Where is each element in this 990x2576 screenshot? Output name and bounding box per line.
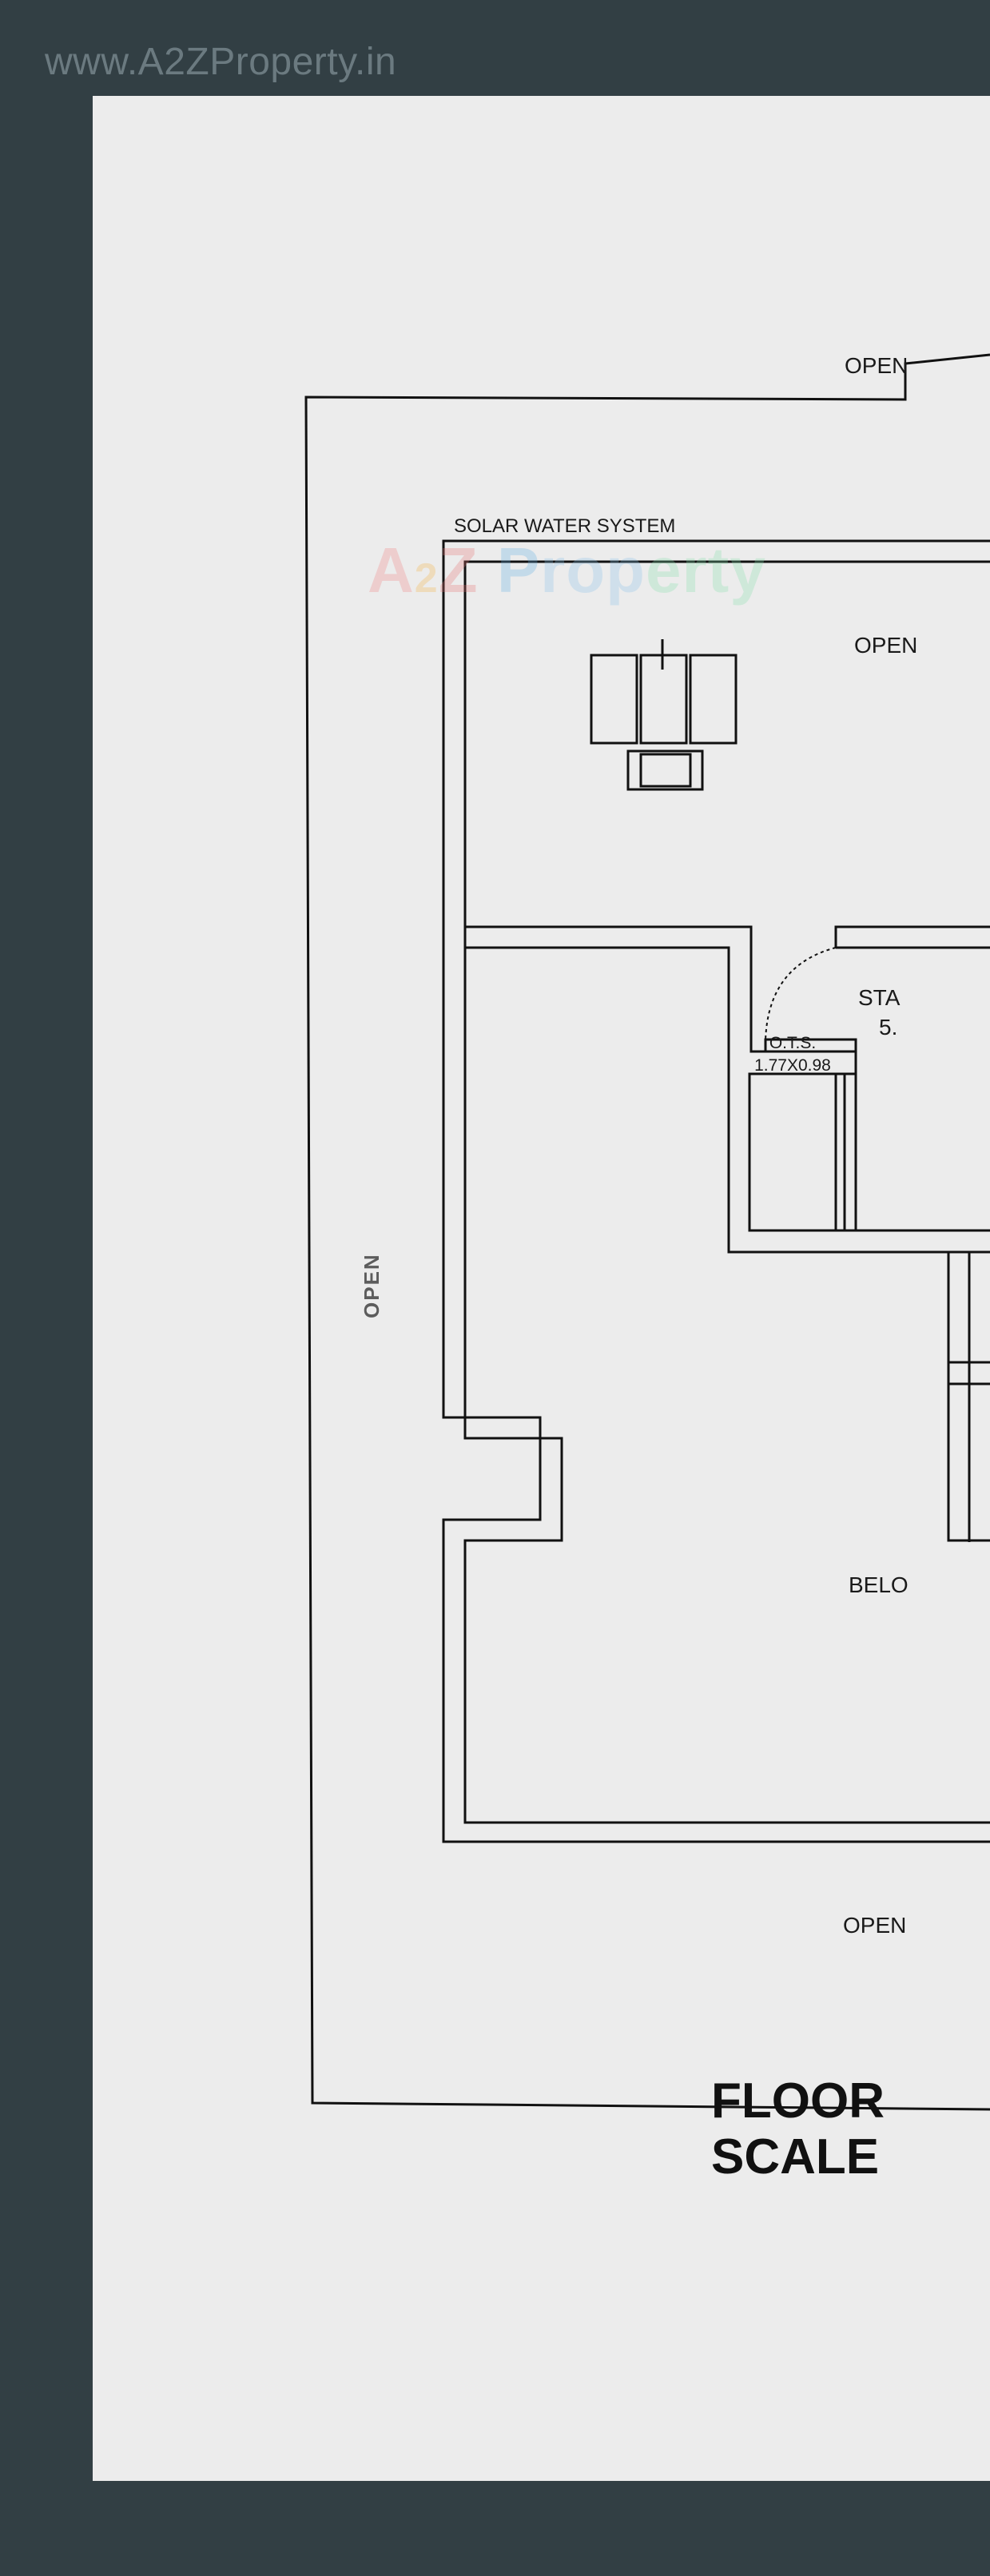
label-below: BELO [849, 1572, 908, 1597]
floor-plan-drawing [304, 353, 990, 2111]
solar-panels [590, 639, 738, 791]
site-link[interactable]: www.A2ZProperty.in [45, 41, 397, 83]
stair-wall [834, 925, 990, 948]
ots-shaft [748, 1072, 857, 1232]
label-ots: O.T.S. 1.77X0.98 [754, 1034, 831, 1075]
floor-plan-sheet: A2Z Property OPEN SOLAR WATER SYSTEM OPE… [93, 96, 990, 2481]
outer-wall-inner [463, 560, 990, 1824]
plan-title: FLOOR SCALE [711, 2073, 885, 2185]
label-stair-size: 5. [879, 1015, 898, 1040]
label-open-side: OPEN [360, 1253, 384, 1318]
plan-title-line1: FLOOR [711, 2073, 885, 2129]
watermark: A2Z Property [368, 535, 766, 606]
door-swing [764, 947, 837, 1052]
terrace-wall-inner [465, 946, 990, 1542]
label-open-bottom: OPEN [843, 1913, 907, 1938]
plot-boundary [304, 353, 990, 2111]
outer-wall-outer [442, 539, 990, 1843]
plan-title-line2: SCALE [711, 2129, 880, 2184]
label-stair: STA [858, 985, 901, 1010]
label-open-top: OPEN [845, 353, 908, 378]
label-open-mid: OPEN [854, 633, 918, 658]
label-solar-water-system: SOLAR WATER SYSTEM [454, 515, 676, 537]
